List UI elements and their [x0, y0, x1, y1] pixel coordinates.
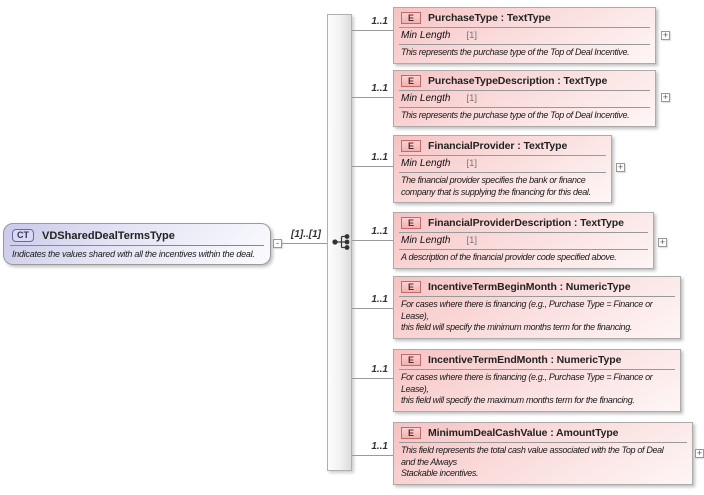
- divider: [399, 107, 650, 108]
- cardinality-label: 1..1: [371, 226, 388, 237]
- expand-icon[interactable]: +: [658, 237, 667, 247]
- complextype-title: VDSharedDealTermsType: [42, 229, 175, 242]
- element-title: PurchaseType : TextType: [428, 12, 551, 24]
- connector-line: [352, 30, 393, 31]
- connector-line: [352, 166, 393, 167]
- cardinality-label: 1..1: [371, 294, 388, 305]
- facet-row: Min Length [1]: [394, 28, 655, 44]
- facet-row: Min Length [1]: [394, 91, 655, 107]
- element-box-incentivetermendmonth[interactable]: E IncentiveTermEndMonth : NumericType For…: [393, 349, 681, 413]
- element-title: IncentiveTermBeginMonth : NumericType: [428, 281, 631, 293]
- expand-icon[interactable]: +: [661, 92, 670, 102]
- divider: [399, 155, 606, 156]
- element-title: PurchaseTypeDescription : TextType: [428, 75, 608, 87]
- facet-value: [1]: [466, 93, 478, 104]
- element-box-minimumdealcashvalue[interactable]: E MinimumDealCashValue : AmountType This …: [393, 422, 693, 486]
- element-badge-icon: E: [401, 281, 421, 293]
- connector-line: [282, 243, 327, 244]
- expand-icon[interactable]: +: [661, 30, 670, 40]
- element-title: IncentiveTermEndMonth : NumericType: [428, 354, 622, 366]
- element-description: This represents the purchase type of the…: [401, 47, 630, 57]
- divider: [399, 27, 650, 28]
- element-box-purchasetypedescription[interactable]: E PurchaseTypeDescription : TextType Min …: [393, 70, 656, 127]
- divider: [399, 90, 650, 91]
- facet-row: Min Length [1]: [394, 156, 611, 172]
- divider: [399, 44, 650, 45]
- element-title: MinimumDealCashValue : AmountType: [428, 427, 619, 439]
- facet-name: Min Length: [401, 158, 451, 169]
- divider: [399, 296, 675, 297]
- cardinality-label: 1..1: [371, 364, 388, 375]
- cardinality-label: 1..1: [371, 16, 388, 27]
- complextype-header: CT VDSharedDealTermsType: [4, 224, 270, 245]
- sequence-icon[interactable]: [332, 233, 354, 251]
- facet-value: [1]: [466, 30, 478, 41]
- element-badge-icon: E: [401, 140, 421, 152]
- element-box-financialprovider[interactable]: E FinancialProvider : TextType Min Length…: [393, 135, 612, 204]
- divider: [399, 369, 675, 370]
- element-badge-icon: E: [401, 217, 421, 229]
- element-badge-icon: E: [401, 12, 421, 24]
- cardinality-label: 1..1: [371, 83, 388, 94]
- complextype-description: Indicates the values shared with all the…: [12, 249, 255, 259]
- expand-icon[interactable]: +: [695, 448, 704, 458]
- cardinality-label: 1..1: [371, 152, 388, 163]
- element-title: FinancialProvider : TextType: [428, 140, 568, 152]
- element-description: This field represents the total cash val…: [401, 445, 664, 479]
- divider: [399, 249, 648, 250]
- element-badge-icon: E: [401, 354, 421, 366]
- element-box-incentivetermbeginmonth[interactable]: E IncentiveTermBeginMonth : NumericType F…: [393, 276, 681, 340]
- facet-value: [1]: [466, 235, 478, 246]
- element-description: For cases where there is financing (e.g.…: [401, 299, 653, 333]
- connector-line: [352, 378, 393, 379]
- facet-row: Min Length [1]: [394, 233, 653, 249]
- connector-line: [352, 97, 393, 98]
- complextype-badge-icon: CT: [12, 229, 34, 242]
- facet-name: Min Length: [401, 235, 451, 246]
- element-badge-icon: E: [401, 75, 421, 87]
- connector-line: [352, 455, 393, 456]
- divider: [399, 172, 606, 173]
- divider: [10, 245, 264, 246]
- connector-line: [352, 308, 393, 309]
- divider: [399, 442, 687, 443]
- facet-name: Min Length: [401, 93, 451, 104]
- connector-line: [352, 240, 393, 241]
- facet-value: [1]: [466, 158, 478, 169]
- divider: [399, 232, 648, 233]
- root-cardinality-label: [1]..[1]: [291, 229, 321, 240]
- cardinality-label: 1..1: [371, 441, 388, 452]
- collapse-icon[interactable]: -: [273, 239, 282, 248]
- element-description: A description of the financial provider …: [401, 252, 617, 262]
- element-description: The financial provider specifies the ban…: [401, 175, 591, 197]
- element-description: This represents the purchase type of the…: [401, 110, 630, 120]
- facet-name: Min Length: [401, 30, 451, 41]
- element-title: FinancialProviderDescription : TextType: [428, 217, 624, 229]
- complextype-box[interactable]: CT VDSharedDealTermsType Indicates the v…: [3, 223, 271, 265]
- element-badge-icon: E: [401, 427, 421, 439]
- expand-icon[interactable]: +: [616, 162, 625, 172]
- element-box-purchasetype[interactable]: E PurchaseType : TextType Min Length [1] T…: [393, 7, 656, 64]
- element-box-financialproviderdescription[interactable]: E FinancialProviderDescription : TextType…: [393, 212, 654, 269]
- element-description: For cases where there is financing (e.g.…: [401, 372, 653, 406]
